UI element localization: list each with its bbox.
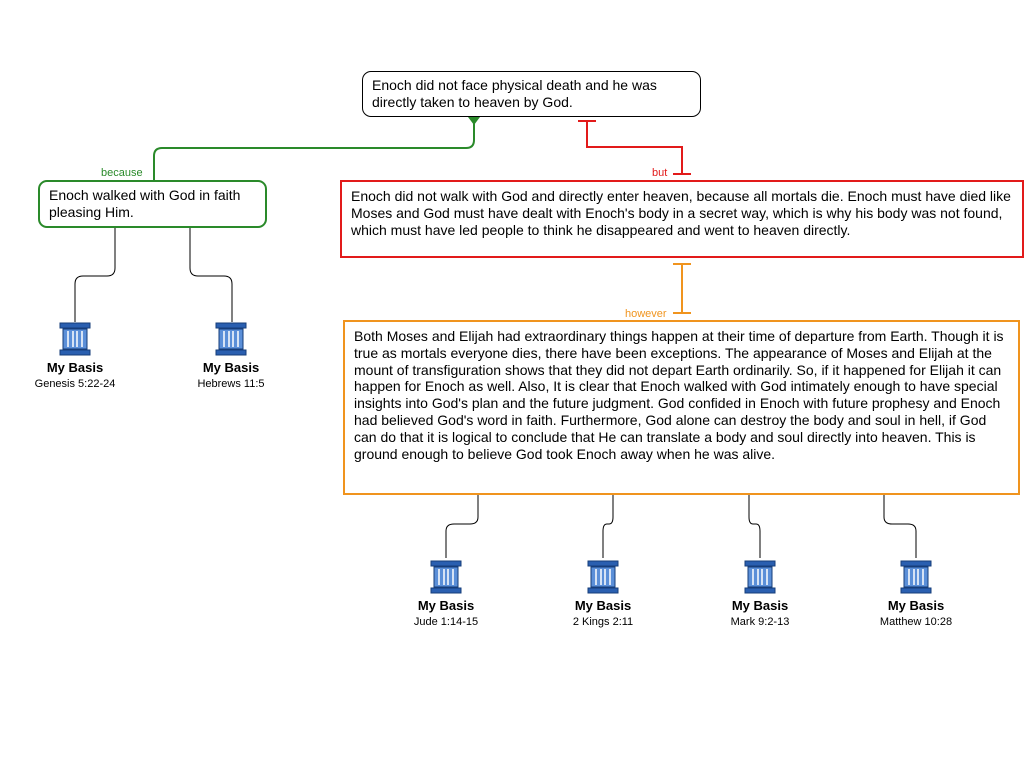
basis-reference: Jude 1:14-15 — [413, 616, 479, 628]
basis-reference: Genesis 5:22-24 — [34, 378, 116, 390]
basis-title: My Basis — [887, 598, 945, 613]
basis-title: My Basis — [731, 598, 789, 613]
because-reason-text: Enoch walked with God in faith pleasing … — [49, 187, 241, 220]
basis-2-kings[interactable]: My Basis 2 Kings 2:11 — [543, 560, 663, 629]
rebuttal-box[interactable]: Both Moses and Elijah had extraordinary … — [343, 320, 1020, 495]
main-claim-box[interactable]: Enoch did not face physical death and he… — [362, 71, 701, 117]
pillar-icon — [744, 560, 776, 594]
basis-reference: Mark 9:2-13 — [730, 616, 790, 628]
basis-title: My Basis — [417, 598, 475, 613]
basis-mark[interactable]: My Basis Mark 9:2-13 — [700, 560, 820, 629]
basis-genesis[interactable]: My Basis Genesis 5:22-24 — [15, 322, 135, 391]
pillar-icon — [900, 560, 932, 594]
pillar-icon — [430, 560, 462, 594]
pillar-icon — [587, 560, 619, 594]
but-label: but — [652, 167, 668, 179]
basis-jude[interactable]: My Basis Jude 1:14-15 — [386, 560, 506, 629]
objection-box[interactable]: Enoch did not walk with God and directly… — [340, 180, 1024, 258]
pillar-icon — [215, 322, 247, 356]
basis-reference: 2 Kings 2:11 — [572, 616, 634, 628]
pillar-icon — [59, 322, 91, 356]
however-label: however — [625, 308, 667, 320]
because-reason-box[interactable]: Enoch walked with God in faith pleasing … — [38, 180, 267, 228]
basis-title: My Basis — [46, 360, 104, 375]
main-claim-text: Enoch did not face physical death and he… — [372, 77, 657, 110]
basis-title: My Basis — [574, 598, 632, 613]
rebuttal-text: Both Moses and Elijah had extraordinary … — [354, 328, 1004, 462]
because-label: because — [101, 167, 143, 179]
objection-text: Enoch did not walk with God and directly… — [351, 188, 1011, 238]
basis-hebrews[interactable]: My Basis Hebrews 11:5 — [171, 322, 291, 391]
basis-reference: Hebrews 11:5 — [197, 378, 265, 390]
basis-title: My Basis — [202, 360, 260, 375]
basis-matthew[interactable]: My Basis Matthew 10:28 — [856, 560, 976, 629]
basis-reference: Matthew 10:28 — [879, 616, 953, 628]
